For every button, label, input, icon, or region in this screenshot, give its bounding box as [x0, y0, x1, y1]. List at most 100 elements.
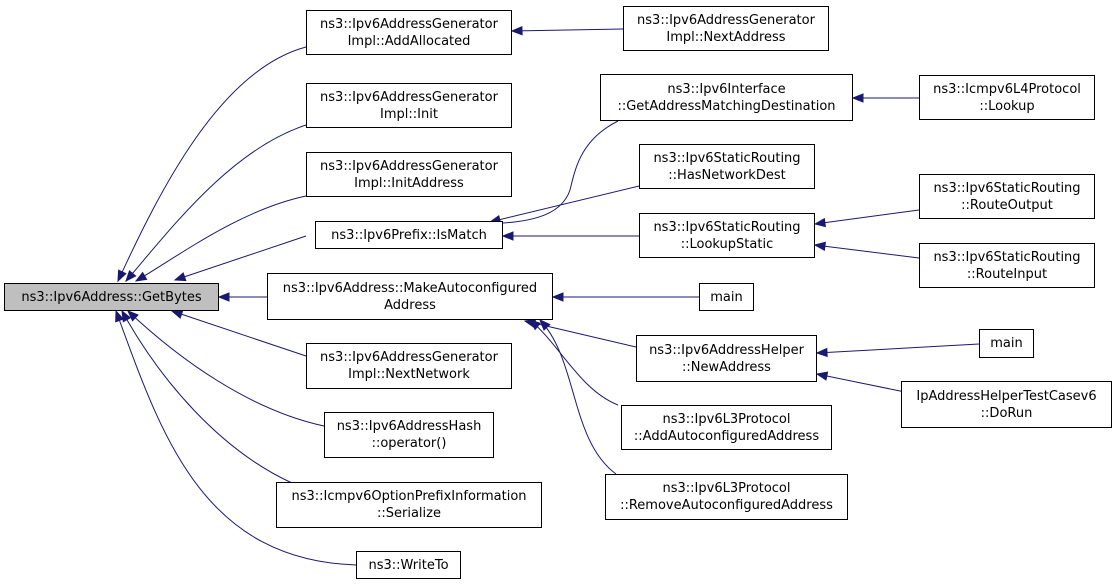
edge-arrowhead — [813, 241, 826, 251]
node-label: ns3::Ipv6StaticRouting — [933, 249, 1081, 265]
call-edge — [125, 124, 307, 282]
node-label: ns3::Ipv6Prefix::IsMatch — [331, 227, 487, 243]
node-ismatch[interactable]: ns3::Ipv6Prefix::IsMatch — [315, 221, 503, 249]
call-edge — [814, 244, 920, 259]
node-label: ns3::Ipv6AddressHash — [336, 419, 482, 434]
edge-arrowhead — [815, 371, 829, 381]
node-label: ns3::Ipv6L3Protocol — [662, 481, 791, 496]
edge-arrowhead — [217, 292, 230, 302]
call-edge — [816, 373, 906, 393]
node-hasnetworkdest[interactable]: ns3::Ipv6StaticRouting ::HasNetworkDest — [639, 144, 815, 189]
node-label: ::AddAutoconfiguredAddress — [633, 428, 820, 444]
call-edge — [489, 120, 619, 225]
node-removeautoconfiguredaddress[interactable]: ns3::Ipv6L3Protocol ::RemoveAutoconfigur… — [605, 474, 848, 520]
call-edge — [539, 319, 617, 475]
node-label: ns3::Ipv6StaticRouting — [933, 180, 1081, 196]
node-serialize[interactable]: ns3::Icmpv6OptionPrefixInformation ::Ser… — [276, 482, 542, 528]
node-initaddress[interactable]: ns3::Ipv6AddressGenerator Impl::InitAddr… — [306, 152, 512, 197]
node-label: ns3::Ipv6Interface — [667, 81, 786, 97]
edge-arrowhead — [173, 272, 187, 282]
node-label: Impl::Init — [380, 106, 438, 122]
node-label: ::operator() — [371, 436, 447, 451]
call-edge — [115, 310, 357, 566]
edge-arrowhead — [501, 231, 514, 241]
node-label: ns3::Ipv6L3Protocol — [662, 411, 791, 427]
call-edge — [121, 310, 293, 484]
edge-arrowhead — [170, 309, 184, 319]
node-label: ns3::Ipv6StaticRouting — [653, 150, 801, 166]
node-makeautoconfiguredaddress[interactable]: ns3::Ipv6Address::MakeAutoconfigured Add… — [267, 273, 553, 320]
node-label: ::RouteInput — [966, 266, 1048, 282]
node-init[interactable]: ns3::Ipv6AddressGenerator Impl::Init — [306, 83, 512, 128]
node-label: ns3::Ipv6AddressGenerator — [320, 350, 498, 365]
node-main-1[interactable]: main — [699, 283, 754, 311]
node-label: ns3::Icmpv6L4Protocol — [933, 81, 1081, 97]
node-label: ns3::Ipv6Address::MakeAutoconfigured — [282, 280, 538, 296]
node-label: ns3::Ipv6AddressGenerator — [320, 158, 498, 174]
edge-arrowhead — [121, 309, 132, 323]
node-label: Address — [384, 297, 436, 313]
call-edge — [489, 185, 640, 223]
node-routeoutput[interactable]: ns3::Ipv6StaticRouting ::RouteOutput — [919, 174, 1095, 219]
node-label: ::GetAddressMatchingDestination — [617, 98, 836, 114]
edge-arrowhead — [539, 319, 551, 331]
node-label: ns3::Ipv6Address::GetBytes — [21, 289, 202, 305]
node-label: Impl::AddAllocated — [347, 33, 471, 49]
node-lookupstatic[interactable]: ns3::Ipv6StaticRouting ::LookupStatic — [639, 213, 815, 258]
node-label: main — [710, 289, 743, 305]
node-label: Impl::NextAddress — [666, 29, 786, 45]
node-writeto[interactable]: ns3::WriteTo — [356, 551, 461, 579]
node-label: ns3::Ipv6StaticRouting — [653, 219, 801, 235]
edge-arrowhead — [551, 292, 564, 302]
call-edge — [135, 195, 307, 282]
node-label: ns3::Icmpv6OptionPrefixInformation — [291, 489, 527, 504]
call-edge — [816, 343, 980, 354]
call-edge — [171, 310, 307, 357]
edge-arrowhead — [117, 269, 127, 283]
edge-arrowhead — [134, 271, 148, 282]
node-label: ns3::Ipv6AddressGenerator — [320, 89, 498, 105]
edge-arrowhead — [115, 309, 125, 323]
edge-arrowhead — [125, 269, 137, 283]
node-getaddressmatchingdestination[interactable]: ns3::Ipv6Interface ::GetAddressMatchingD… — [600, 74, 853, 121]
node-label: ::RemoveAutoconfiguredAddress — [620, 498, 833, 513]
node-label: main — [990, 336, 1023, 351]
node-label: ::RouteOutput — [961, 197, 1053, 213]
call-edge — [174, 235, 307, 281]
edge-arrowhead — [851, 93, 864, 103]
edge-arrowhead — [813, 217, 826, 228]
node-label: Impl::NextNetwork — [348, 367, 470, 382]
node-nextaddress[interactable]: ns3::Ipv6AddressGenerator Impl::NextAddr… — [623, 6, 829, 51]
node-label: ::NewAddress — [682, 359, 771, 375]
node-ipaddresshelpertestcasev6[interactable]: IpAddressHelperTestCasev6 ::DoRun — [901, 381, 1112, 428]
node-ipv6addresshash-operator[interactable]: ns3::Ipv6AddressHash ::operator() — [324, 412, 494, 458]
edge-arrowhead — [127, 310, 139, 322]
node-newaddress[interactable]: ns3::Ipv6AddressHelper ::NewAddress — [636, 335, 817, 382]
call-edge — [814, 209, 920, 225]
node-label: ::Serialize — [377, 506, 441, 521]
node-icmpv6-lookup[interactable]: ns3::Icmpv6L4Protocol ::Lookup — [919, 75, 1095, 120]
edge-arrowhead — [528, 319, 542, 331]
call-edge — [117, 46, 307, 282]
node-label: ::Lookup — [979, 98, 1035, 114]
node-label: ::LookupStatic — [680, 236, 774, 252]
node-routeinput[interactable]: ns3::Ipv6StaticRouting ::RouteInput — [919, 243, 1095, 288]
edge-arrowhead — [815, 347, 828, 358]
call-edge — [127, 310, 325, 427]
node-label: Impl::InitAddress — [354, 175, 464, 191]
node-ipv6address-getbytes: ns3::Ipv6Address::GetBytes — [4, 283, 219, 311]
node-main-2[interactable]: main — [979, 329, 1034, 358]
node-addautoconfiguredaddress[interactable]: ns3::Ipv6L3Protocol ::AddAutoconfiguredA… — [621, 405, 832, 450]
node-label: ns3::WriteTo — [368, 557, 449, 573]
call-edge — [529, 319, 619, 406]
node-label: IpAddressHelperTestCasev6 — [916, 388, 1097, 404]
call-edge — [511, 28, 624, 32]
node-label: ns3::Ipv6AddressGenerator — [320, 16, 498, 32]
node-label: ::HasNetworkDest — [668, 167, 786, 183]
node-label: ns3::Ipv6AddressGenerator — [637, 12, 815, 28]
edge-arrowhead — [510, 26, 523, 36]
node-label: ns3::Ipv6AddressHelper — [649, 342, 804, 358]
node-nextnetwork[interactable]: ns3::Ipv6AddressGenerator Impl::NextNetw… — [306, 343, 512, 389]
node-label: ::DoRun — [980, 405, 1033, 421]
node-addallocated[interactable]: ns3::Ipv6AddressGenerator Impl::AddAlloc… — [306, 10, 512, 55]
